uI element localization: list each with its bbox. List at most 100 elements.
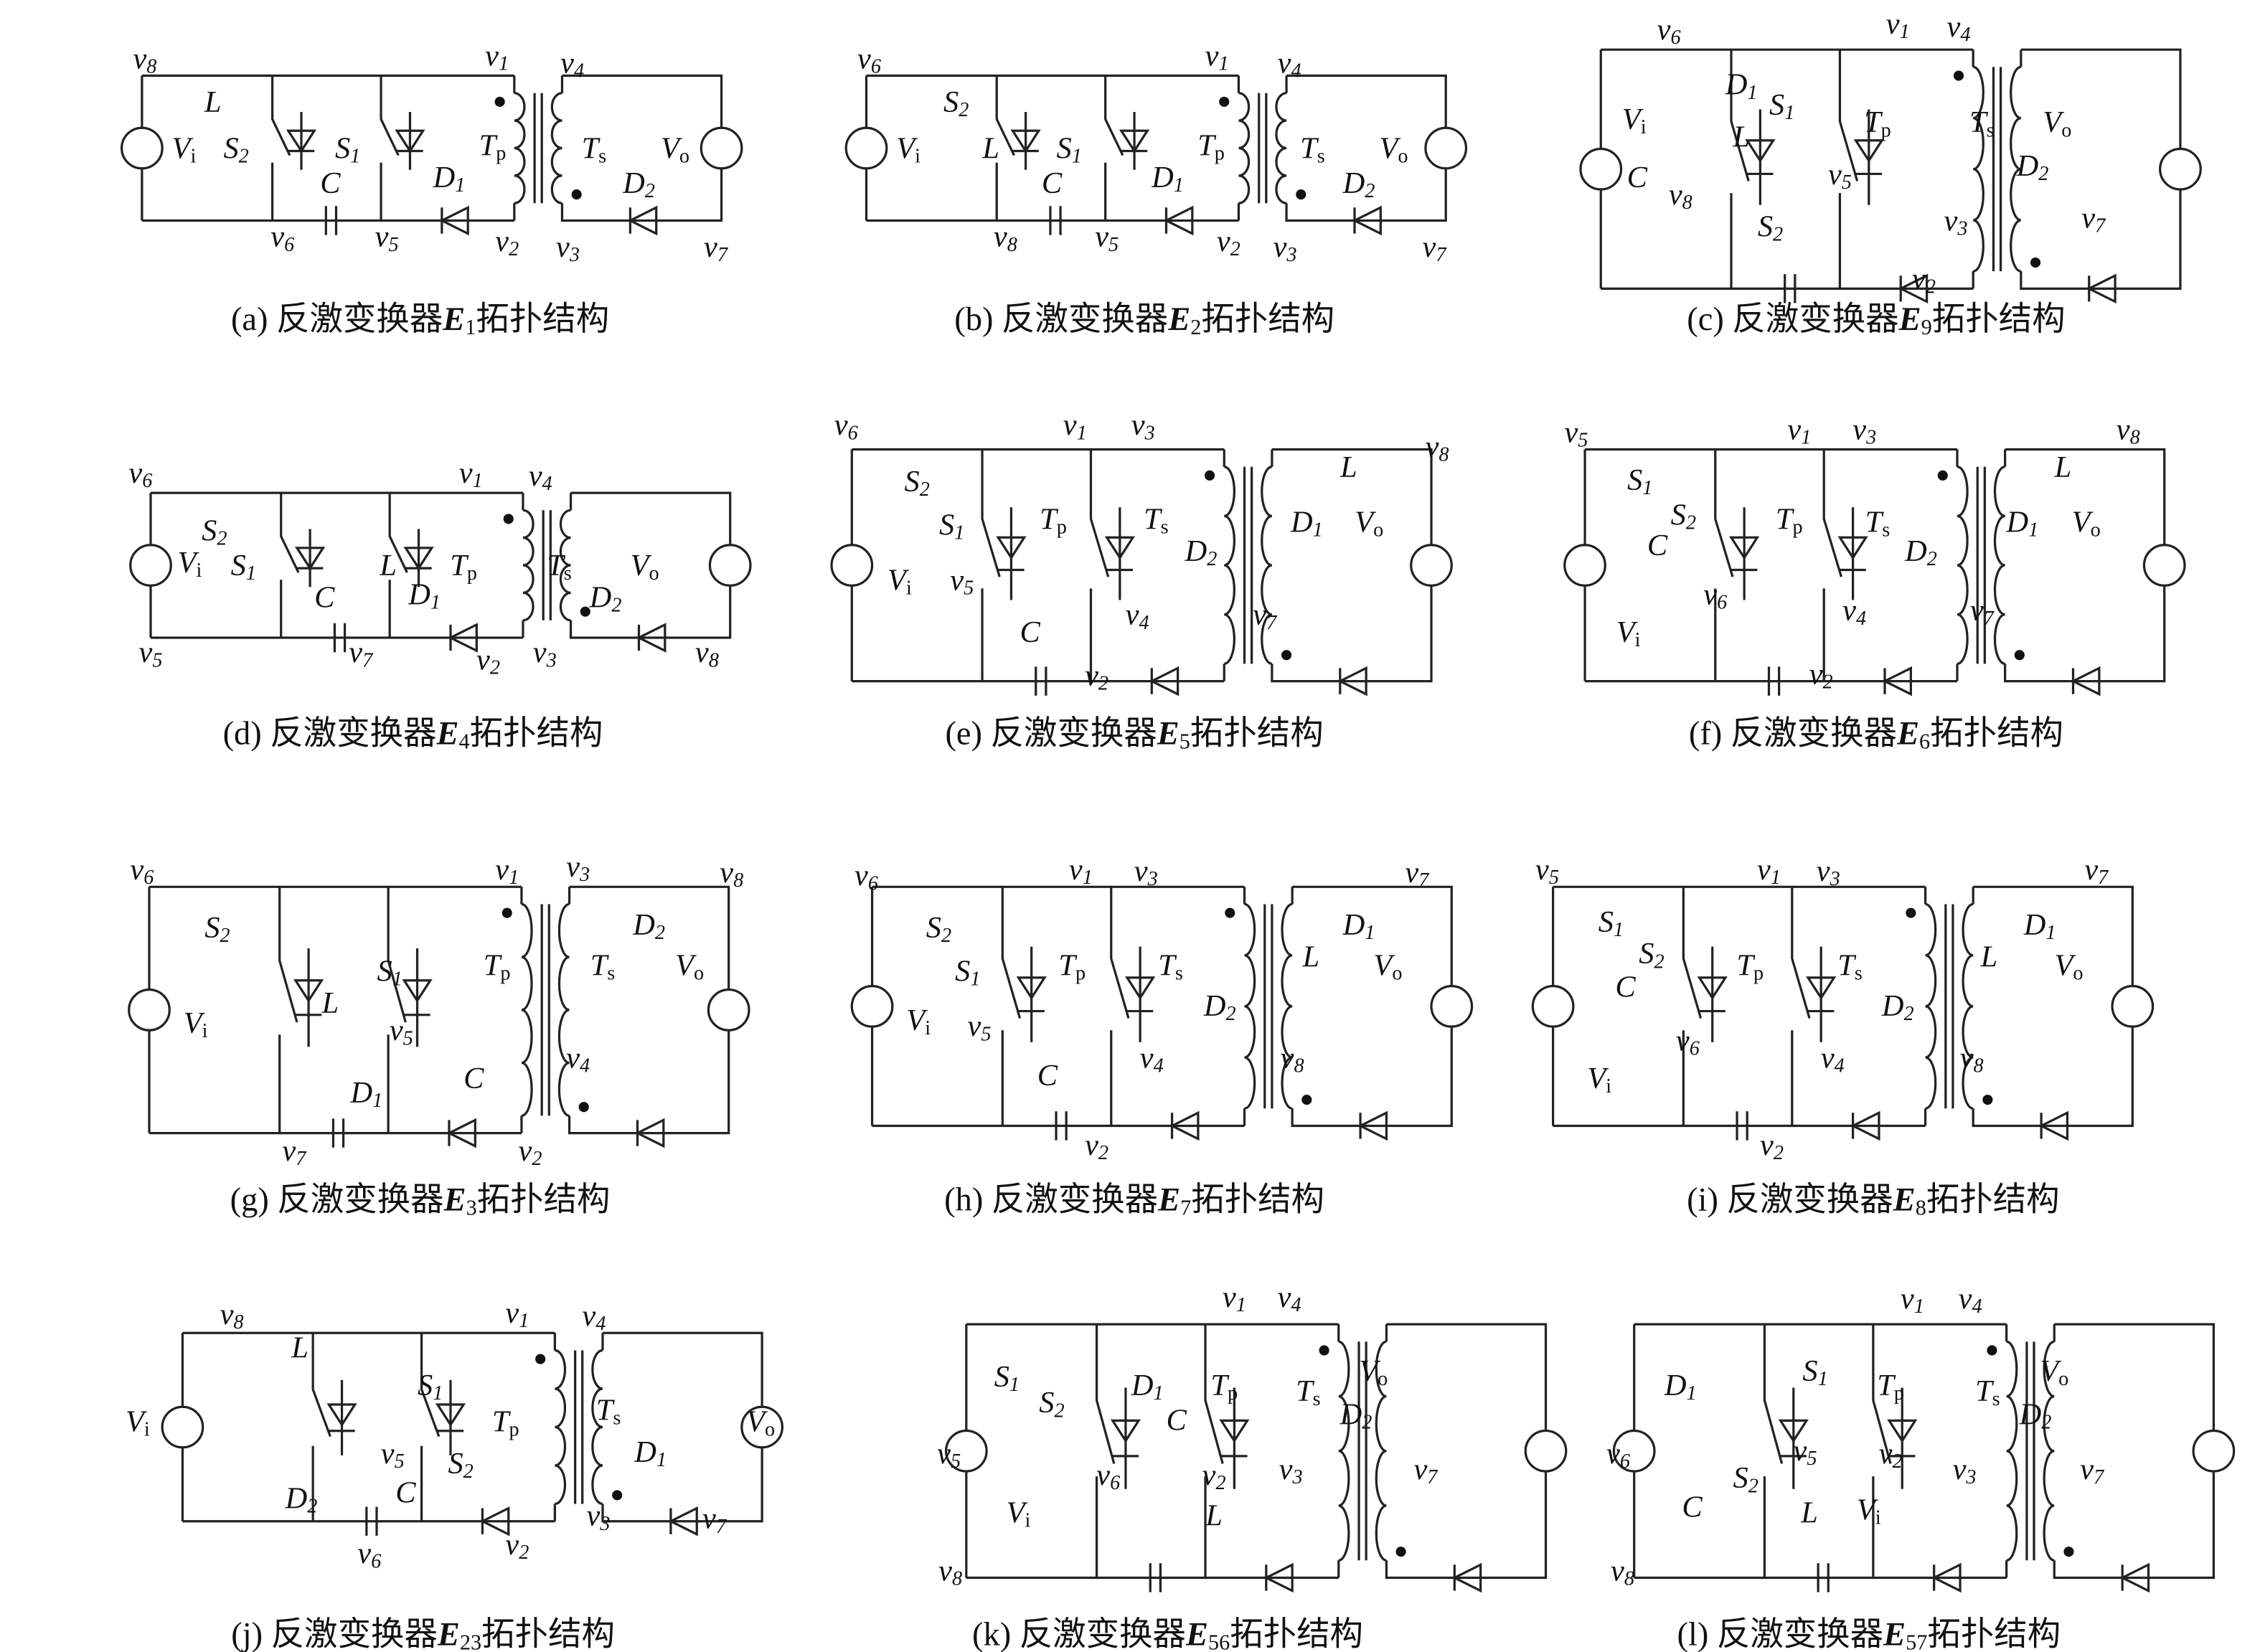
primary-wire [149,491,524,639]
primary-wire [1633,1323,2008,1580]
caption-l: (l) 反激变换器E57拓扑结构 [1677,1615,2061,1652]
diode-icon [1850,1110,1880,1141]
transformer-core-icon [1243,466,1253,664]
transformer-core-icon [574,1350,584,1504]
input-source-icon [830,544,874,587]
label-d1: D1 [1131,1369,1164,1405]
caption-subscript: 2 [1190,315,1201,339]
label-l: L [1732,120,1750,154]
antiparallel-diode-icon [1745,109,1776,205]
label-c: C [314,580,335,614]
label-s2: S2 [926,911,951,948]
polarity-dot-icon [612,1490,623,1501]
output-source-icon [2159,147,2202,191]
caption-e: (e) 反激变换器E5拓扑结构 [945,714,1323,753]
polarity-dot-icon [2063,1547,2074,1557]
label-v5: v5 [390,1014,413,1050]
label-v8: v8 [1281,1041,1304,1077]
label-ts: Ts [1144,502,1169,539]
label-d2: D2 [1881,989,1914,1026]
label-vi: Vi [1007,1496,1031,1532]
polarity-dot-icon [502,907,512,918]
primary-wire [1599,48,1974,290]
label-v5: v5 [1828,158,1852,194]
primary-wire [148,885,523,1135]
secondary-winding-icon [2010,65,2022,273]
output-source-icon [1424,126,1468,170]
antiparallel-diode-icon [435,1379,466,1455]
label-v3: v3 [1279,1453,1303,1489]
polarity-dot-icon [2030,257,2041,268]
label-s2: S2 [223,131,248,168]
antiparallel-diode-icon [1806,946,1837,1042]
antiparallel-diode-icon [1104,507,1135,600]
label-v3: v3 [1817,854,1840,891]
transformer-core-icon [1992,67,2002,272]
output-source-icon [740,1405,783,1449]
antiparallel-diode-icon [1016,946,1047,1042]
label-v6: v6 [854,859,878,895]
polarity-dot-icon [1395,1547,1406,1557]
label-vo: Vo [1359,1354,1388,1391]
antiparallel-diode-icon [326,1379,357,1455]
transformer-core-icon [540,904,550,1116]
label-vi: Vi [896,131,921,168]
label-v6: v6 [128,456,152,493]
diode-icon [668,1506,698,1537]
switch-icon [270,75,291,221]
primary-winding-icon [1925,902,1937,1110]
capacitor-icon [333,623,347,653]
label-s1: S1 [1599,905,1624,942]
caption-subscript: 57 [1906,1630,1927,1652]
secondary-winding-icon [591,1349,603,1506]
antiparallel-diode-icon [1697,946,1728,1042]
secondary-wire [1385,1323,1548,1580]
label-v4: v4 [1126,598,1149,634]
switch-icon [1204,1324,1224,1578]
label-v7: v7 [282,1134,307,1171]
label-v6: v6 [1676,1024,1700,1060]
diode-icon [2038,1110,2069,1141]
label-l: L [321,986,339,1020]
label-v1: v1 [1223,1280,1246,1317]
caption-prefix: (f) 反激变换器 [1689,714,1897,752]
transformer-core-icon [1258,93,1268,204]
diode-icon [1451,1562,1482,1593]
caption-prefix: (b) 反激变换器 [954,300,1168,337]
switch-icon [981,449,1001,681]
label-d2: D2 [2016,149,2049,186]
label-v6: v6 [1606,1437,1630,1473]
switch-icon [1110,887,1130,1126]
label-v3: v3 [1131,408,1155,445]
diode-icon [1352,205,1382,236]
label-l: L [981,131,999,165]
label-v6: v6 [1096,1458,1120,1495]
diode-icon [1357,1110,1388,1141]
secondary-wire [1271,448,1433,683]
label-d1: D1 [2005,505,2038,542]
caption-prefix: (c) 反激变换器 [1687,300,1898,337]
primary-wire [181,1331,556,1523]
primary-winding-icon [1224,466,1235,665]
input-source-icon [128,988,171,1032]
caption-j: (j) 反激变换器E23拓扑结构 [231,1615,615,1652]
label-d1: D1 [2023,908,2056,945]
diode-icon [448,623,478,653]
diode-icon [479,1506,510,1537]
caption-letter: E [1893,1181,1916,1218]
primary-winding-icon [2006,1340,2018,1562]
label-d2: D2 [2019,1397,2052,1434]
label-v7: v7 [2081,201,2106,237]
label-d1: D1 [349,1076,382,1113]
label-v7: v7 [1970,593,1995,630]
caption-subscript: 23 [460,1630,481,1652]
label-v4: v4 [560,46,584,82]
label-v7: v7 [2084,853,2109,889]
capacitor-icon [1736,1111,1748,1141]
label-v3: v3 [556,230,580,267]
label-v6: v6 [834,408,858,445]
label-l: L [379,549,397,582]
caption-subscript: 9 [1921,315,1932,339]
